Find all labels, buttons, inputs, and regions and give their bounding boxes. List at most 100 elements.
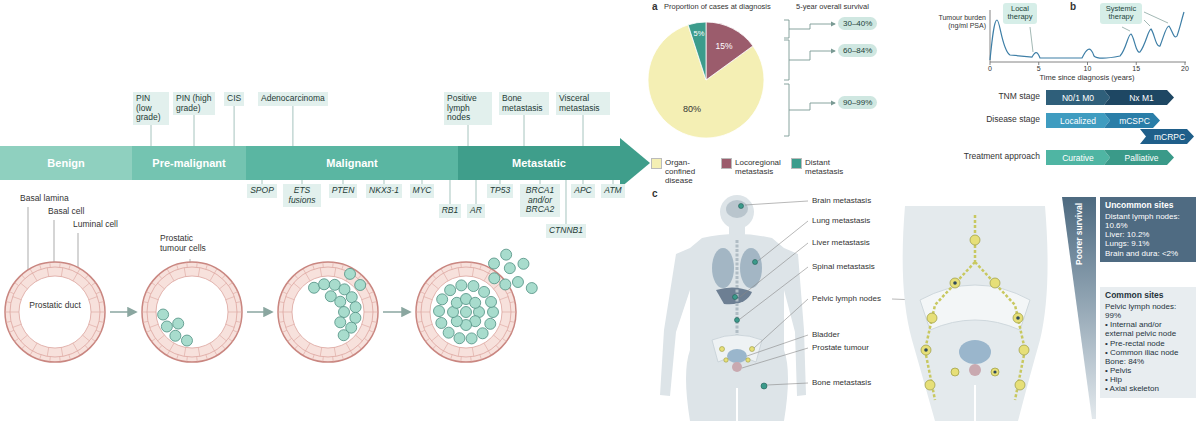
gene-box: BRCA1 and/or BRCA2	[520, 184, 560, 217]
part-label: Prostatic duct	[29, 301, 81, 311]
gene-box: TP53	[487, 184, 513, 198]
site-label: Pelvic lymph nodes	[812, 294, 881, 303]
legend-text: Organ-confined disease	[665, 158, 712, 186]
stage-arrow: mCRPC	[1140, 129, 1194, 144]
gene-box: MYC	[410, 184, 435, 198]
node-text: Palliative	[1124, 153, 1158, 163]
sites-panel: Uncommon sitesDistant lymph nodes: 10.6%…	[1100, 197, 1196, 262]
node-text: • Axial skeleton	[1105, 384, 1191, 393]
lesion-box: Visceral metastasis	[556, 92, 610, 115]
node-text: Localized	[1060, 116, 1096, 126]
stage-arrow: Nx M1	[1104, 90, 1174, 105]
pelvis-detail	[903, 206, 1048, 421]
gene-box: CTNNB1	[546, 224, 586, 238]
node-text: Common sites	[1105, 291, 1191, 301]
gene-box: SPOP	[247, 184, 277, 198]
node-text: Poorer survival	[1074, 203, 1084, 265]
stage-arrow: Curative	[1046, 150, 1110, 165]
node-text: Pre-malignant	[152, 157, 225, 169]
node-text: • Common iliac node	[1105, 348, 1191, 357]
node-text: SPOP	[250, 186, 274, 196]
therapy-callout: Local therapy	[1003, 3, 1037, 24]
node-text: Bone metastasis	[502, 94, 546, 113]
site-label: Liver metastasis	[812, 238, 870, 247]
gene-box: RB1	[439, 204, 462, 218]
site-label: Bladder	[812, 330, 840, 339]
survival-wedge: Poorer survival	[1062, 197, 1096, 419]
panel-letter: c	[652, 188, 658, 200]
gene-box: NKX3-1	[366, 184, 402, 198]
node-text: Adenocarcinoma	[261, 94, 325, 104]
percent-label: 5%	[694, 30, 705, 39]
node-text: Lungs: 9.1%	[1105, 239, 1191, 248]
node-text: PTEN	[332, 186, 355, 196]
band-arrowhead	[620, 138, 650, 188]
percent-label: 80%	[683, 104, 701, 114]
row-label: TNM stage	[998, 92, 1040, 102]
node-text: CIS	[227, 94, 241, 104]
legend-swatch	[722, 159, 731, 168]
gene-box: PTEN	[329, 184, 358, 198]
lesion-box: CIS	[224, 92, 244, 106]
gene-box: APC	[571, 184, 594, 198]
node-text: Positive lymph nodes	[447, 94, 489, 123]
node-text: mCSPC	[1119, 116, 1150, 126]
duct-illustration	[5, 249, 537, 362]
legend-item: Distant metastasis	[792, 158, 844, 176]
legend-swatch	[792, 159, 801, 168]
site-label: Lung metastasis	[812, 216, 870, 225]
part-label: Luminal cell	[73, 220, 118, 230]
survival-pill: 30–40%	[838, 17, 877, 30]
text-label: Proportion of cases at diagnosis	[664, 3, 771, 12]
node-text: NKX3-1	[369, 186, 399, 196]
lesion-box: PIN (low grade)	[133, 92, 169, 125]
part-label: Basal cell	[48, 207, 84, 217]
node-text: TP53	[490, 186, 510, 196]
gene-box: ETS fusions	[283, 184, 321, 207]
sites-panel: Common sitesPelvic lymph nodes: 99%• Int…	[1100, 287, 1196, 398]
node-text: BRCA1 and/or BRCA2	[523, 186, 557, 215]
part-label: Prostatic tumour cells	[160, 234, 216, 254]
node-text: Distant lymph nodes: 10.6%	[1105, 212, 1191, 230]
stage-arrow: mCSPC	[1104, 113, 1160, 128]
text-label: 5-year overall survival	[796, 3, 869, 12]
lesion-box: PIN (high grade)	[173, 92, 215, 115]
node-text: CTNNB1	[549, 226, 583, 236]
axis-title: Time since diagnosis (years)	[1039, 74, 1134, 83]
tick-lines	[151, 106, 613, 224]
node-text: Benign	[47, 157, 84, 169]
legend-swatch	[652, 159, 661, 168]
stage-band: Pre-malignant	[132, 146, 246, 180]
pie-slice	[706, 22, 753, 80]
node-text: • Pelvis	[1105, 366, 1191, 375]
node-text: ETS fusions	[286, 186, 318, 205]
lesion-box: Adenocarcinoma	[258, 92, 328, 106]
node-text: Systemic therapy	[1103, 5, 1139, 22]
survival-pill: 60–84%	[838, 44, 877, 57]
node-text: • Pre-rectal node	[1105, 339, 1191, 348]
row-label: Disease stage	[986, 115, 1040, 125]
node-text: APC	[574, 186, 591, 196]
node-text: Liver: 10.2%	[1105, 230, 1191, 239]
node-text: • Hip	[1105, 375, 1191, 384]
node-text: Pelvic lymph nodes: 99%	[1105, 302, 1191, 320]
lesion-box: Positive lymph nodes	[444, 92, 492, 125]
legend-item: Locoregional metastasis	[722, 158, 784, 176]
node-text: PIN (low grade)	[136, 94, 166, 123]
legend-text: Distant metastasis	[805, 158, 844, 176]
therapy-callout: Systemic therapy	[1100, 3, 1142, 24]
stage-band: Metastatic	[458, 146, 620, 180]
node-text: RB1	[442, 206, 459, 216]
gene-box: AR	[467, 204, 485, 218]
node-text: 60–84%	[843, 46, 872, 55]
node-text: • Internal and/or external pelvic node	[1105, 320, 1191, 338]
axis-tick: 15	[1132, 65, 1140, 73]
legend-item: Organ-confined disease	[652, 158, 712, 186]
stage-arrow: Localized	[1046, 113, 1110, 128]
node-text: Visceral metastasis	[559, 94, 607, 113]
stage-arrow: N0/1 M0	[1046, 90, 1110, 105]
node-text: ATM	[604, 186, 621, 196]
site-label: Prostate tumour	[812, 343, 869, 352]
